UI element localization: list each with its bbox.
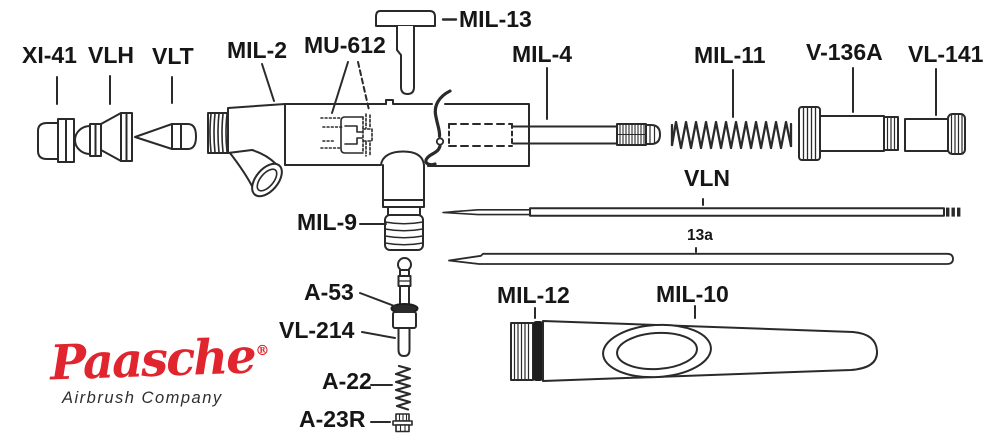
label-vlh: VLH bbox=[88, 42, 134, 68]
part-mil10-handle-drawing bbox=[542, 320, 879, 382]
part-mil4-drawing bbox=[448, 123, 661, 147]
part-vln-needle-drawing bbox=[442, 207, 961, 217]
paasche-logo: Paasche® Airbrush Company bbox=[49, 328, 270, 408]
part-a53-drawing bbox=[390, 257, 419, 314]
label-mil11: MIL-11 bbox=[694, 42, 766, 68]
label-mil2: MIL-2 bbox=[227, 37, 288, 63]
label-vl141: VL-141 bbox=[908, 41, 984, 67]
label-mil4: MIL-4 bbox=[512, 41, 573, 67]
part-mil12-drawing bbox=[510, 321, 543, 381]
label-v136a: V-136A bbox=[806, 39, 883, 65]
part-xi41-drawing bbox=[37, 118, 75, 163]
brand-name: Paasche bbox=[49, 328, 256, 392]
part-mil13-drawing bbox=[375, 10, 436, 95]
label-vln: VLN bbox=[684, 165, 730, 191]
label-mil12: MIL-12 bbox=[497, 282, 570, 308]
label-a53: A-53 bbox=[304, 279, 354, 305]
part-mil9-valve-drawing bbox=[380, 150, 425, 251]
part-vlt-drawing bbox=[134, 123, 197, 150]
label-mil10: MIL-10 bbox=[656, 281, 729, 307]
label-a23r: A-23R bbox=[299, 406, 366, 432]
brand-tagline: Airbrush Company bbox=[62, 388, 223, 407]
part-a23r-drawing bbox=[392, 413, 413, 433]
part-trigger-clip-drawing bbox=[424, 89, 452, 167]
part-mil11-spring-drawing bbox=[670, 120, 793, 150]
label-13a: 13a bbox=[687, 227, 713, 244]
label-mu612: MU-612 bbox=[304, 32, 386, 58]
label-mil9: MIL-9 bbox=[297, 209, 358, 235]
part-vlh-drawing bbox=[74, 112, 133, 162]
leader-lines bbox=[56, 18, 937, 423]
label-xi41: XI-41 bbox=[22, 42, 77, 68]
registered-trademark-symbol: ® bbox=[255, 342, 270, 360]
label-vlt: VLT bbox=[152, 43, 194, 69]
label-vl214: VL-214 bbox=[279, 317, 355, 343]
brand-wordmark: Paasche® bbox=[49, 328, 270, 391]
label-mil13: MIL-13 bbox=[459, 6, 532, 32]
part-13a-rod-drawing bbox=[448, 252, 954, 265]
part-a22-spring-drawing bbox=[394, 364, 412, 411]
part-vl141-drawing bbox=[904, 113, 966, 155]
part-v136a-drawing bbox=[798, 106, 899, 161]
part-mil2-body-drawing bbox=[207, 99, 530, 198]
part-vl214-drawing bbox=[392, 311, 417, 357]
part-mu612-detail-drawing bbox=[320, 113, 373, 157]
label-a22: A-22 bbox=[322, 368, 372, 394]
